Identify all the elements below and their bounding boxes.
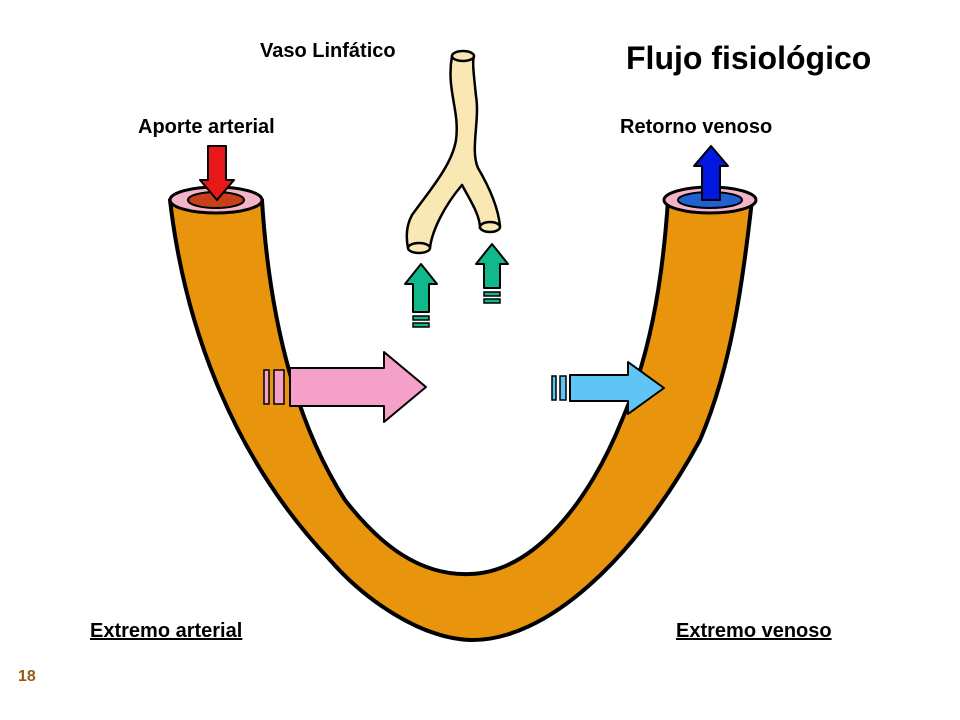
down-arrow-icon [199,145,235,201]
lymphatic-vessel-top-opening [450,49,476,63]
venous-end-label: Extremo venoso [676,620,832,642]
arterial-supply-label: Aporte arterial [138,116,275,138]
arrow-tail-stripe [273,369,285,405]
up-arrow-icon [475,243,509,289]
filtration-arrow [263,351,427,423]
slide-number: 18 [18,668,36,685]
arrow-tail-stripe [412,315,430,321]
arrow-tail-stripe [483,298,501,304]
arrow-tail-stripe [483,291,501,297]
right-arrow-icon [289,351,427,423]
up-arrow-icon [693,145,729,201]
lymphatic-vessel-label: Vaso Linfático [260,40,396,62]
lymph-drain-arrow-left [404,263,438,328]
arrow-tail-stripe [263,369,270,405]
diagram-title: Flujo fisiológico [626,40,872,76]
venous-return-label: Retorno venoso [620,116,773,138]
lymphatic-vessel-left-opening [406,241,432,255]
up-arrow-icon [404,263,438,313]
arrow-tail-stripe [559,375,567,401]
arrow-tail-stripe [412,322,430,328]
arterial-end-label: Extremo arterial [90,620,243,642]
lymph-drain-arrow-right [475,243,509,304]
lymphatic-vessel [405,54,502,250]
reabsorption-arrow [551,361,665,415]
arrow-tail-stripe [551,375,557,401]
lymphatic-vessel-right-opening [478,220,502,234]
right-arrow-icon [569,361,665,415]
capillary-vessel [168,198,754,643]
